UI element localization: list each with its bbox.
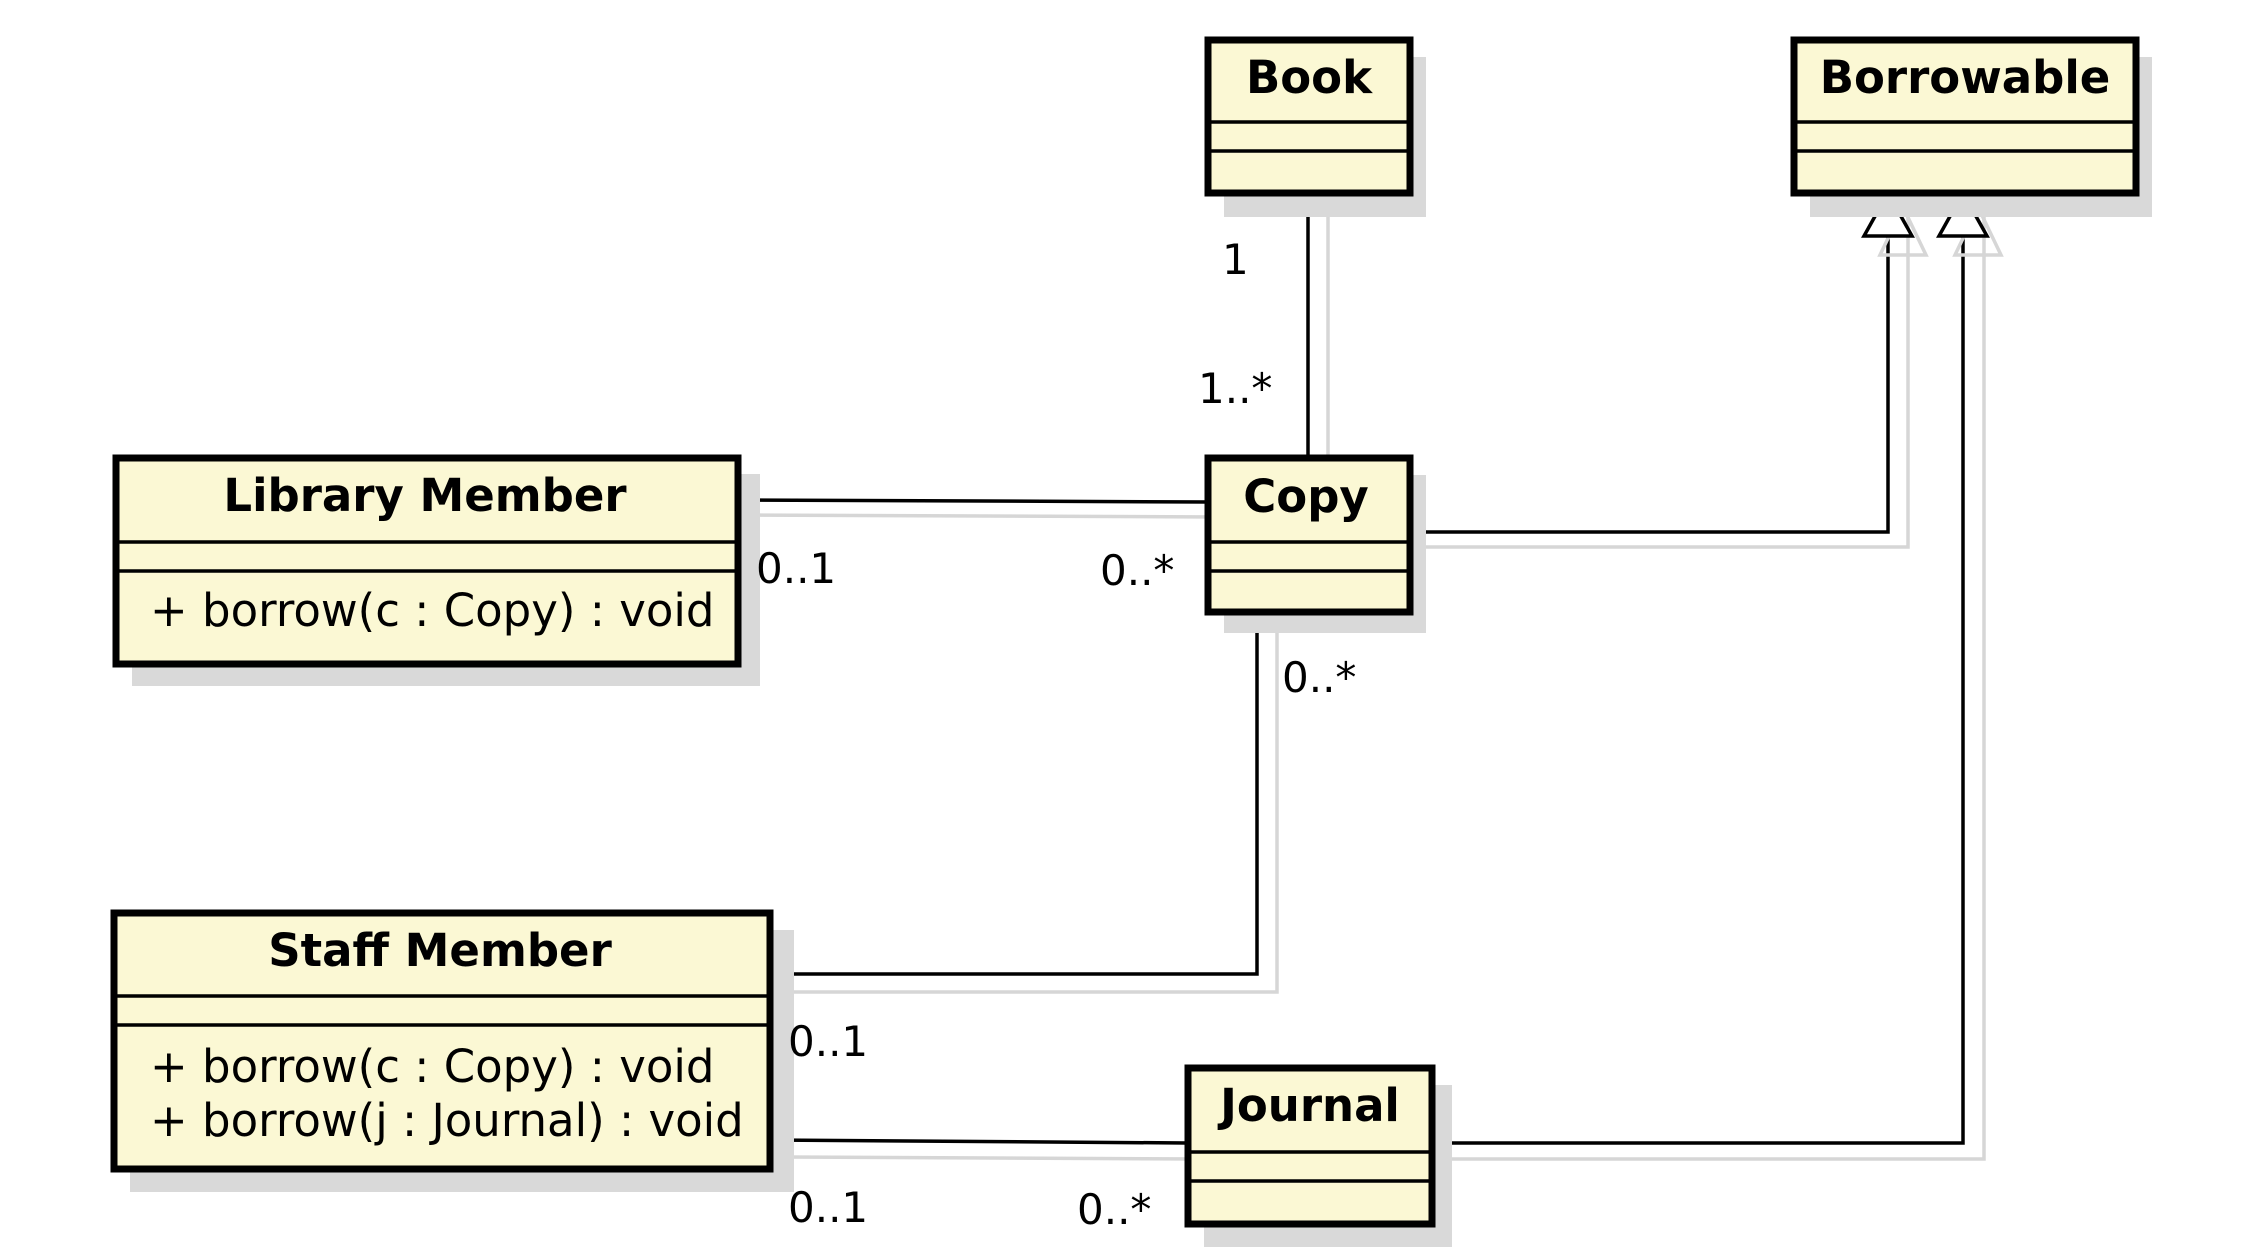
- operation-borrow-copy: + borrow(c : Copy) : void: [150, 1040, 714, 1093]
- operation-borrow-copy: + borrow(c : Copy) : void: [150, 584, 714, 637]
- multiplicity-copy-end: 1..*: [1198, 364, 1272, 413]
- class-copy[interactable]: Copy: [1204, 454, 1426, 633]
- class-library-member[interactable]: Library Member + borrow(c : Copy) : void: [112, 454, 760, 686]
- class-journal[interactable]: Journal: [1184, 1064, 1452, 1247]
- multiplicity-member-end: 0..1: [756, 544, 836, 593]
- association-staff-member-copy: [768, 612, 1259, 976]
- association-library-member-copy: [737, 498, 1209, 504]
- class-name: Borrowable: [1820, 51, 2111, 104]
- association-staff-member-journal: [767, 1138, 1188, 1145]
- multiplicity-copy-end: 0..*: [1282, 653, 1356, 702]
- generalization-journal-borrowable: [1430, 236, 1965, 1145]
- class-borrowable[interactable]: Borrowable: [1790, 36, 2152, 217]
- class-name: Book: [1246, 51, 1373, 104]
- class-name: Staff Member: [268, 924, 612, 977]
- class-name: Library Member: [223, 469, 627, 522]
- multiplicity-journal-end: 0..*: [1077, 1185, 1151, 1234]
- class-book[interactable]: Book: [1204, 36, 1426, 217]
- class-name: Copy: [1243, 470, 1369, 523]
- generalization-copy-borrowable: [1406, 236, 1890, 534]
- multiplicity-copy-end: 0..*: [1100, 546, 1174, 595]
- class-name: Journal: [1217, 1079, 1400, 1132]
- multiplicity-staff-end: 0..1: [788, 1183, 868, 1232]
- multiplicity-staff-end: 0..1: [788, 1017, 868, 1066]
- operation-borrow-journal: + borrow(j : Journal) : void: [150, 1094, 744, 1147]
- multiplicity-book-end: 1: [1222, 235, 1249, 284]
- edge-shadows: [745, 146, 1986, 1161]
- class-staff-member[interactable]: Staff Member + borrow(c : Copy) : void +…: [110, 909, 794, 1192]
